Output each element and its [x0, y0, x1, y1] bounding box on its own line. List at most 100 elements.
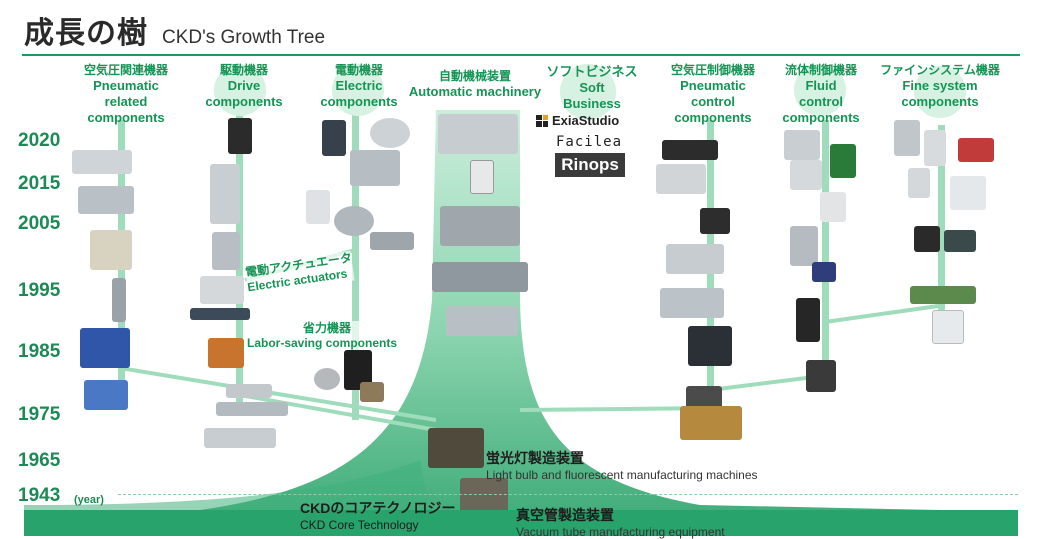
- product-image: [428, 428, 484, 468]
- product-image: [812, 262, 836, 282]
- product-image: [688, 326, 732, 366]
- category-en-line: Electric: [335, 78, 383, 93]
- title-underline: [22, 54, 1020, 56]
- category-fluid-control: 流体制御機器 Fluid control components: [772, 62, 870, 126]
- year-label-1985: 1985: [18, 341, 61, 362]
- category-en-line: Pneumatic: [680, 78, 746, 93]
- product-image: [360, 382, 384, 402]
- product-image: [656, 164, 706, 194]
- year-label-2020: 2020: [18, 130, 61, 151]
- category-en-line: Drive: [227, 78, 261, 93]
- category-en-line: components: [87, 110, 165, 125]
- product-image: [90, 230, 132, 270]
- exiastudio-mark-icon: [536, 114, 548, 127]
- branch-stem-electric: [352, 110, 359, 420]
- product-image: [446, 306, 518, 336]
- product-image: [796, 298, 820, 342]
- core-technology-label: CKDのコアテクノロジー CKD Core Technology: [300, 498, 456, 532]
- branch-stem-fine: [938, 125, 945, 325]
- category-ja: 流体制御機器: [784, 63, 857, 77]
- category-en-line: Business: [563, 96, 621, 111]
- product-image: [334, 206, 374, 236]
- product-image: [958, 138, 994, 162]
- product-image: [662, 140, 718, 160]
- product-image: [216, 402, 288, 416]
- product-image: [438, 114, 518, 154]
- product-image: [350, 150, 400, 186]
- product-image: [932, 310, 964, 344]
- category-en-line: Soft: [579, 80, 605, 95]
- product-image: [72, 150, 132, 174]
- category-en-line: components: [901, 94, 979, 109]
- heading-glow-fluid: [794, 64, 846, 116]
- category-soft-business: ソフトビジネス Soft Business: [540, 64, 644, 112]
- rinops-logo: Rinops: [555, 153, 625, 177]
- product-image: [910, 286, 976, 304]
- product-image: [190, 308, 250, 320]
- product-image: [210, 164, 240, 224]
- product-image: [806, 360, 836, 392]
- root-vacuum-tube: 真空管製造装置 Vacuum tube manufacturing equipm…: [516, 505, 725, 539]
- year-label-1975: 1975: [18, 404, 61, 425]
- year-unit-label: (year): [74, 494, 104, 506]
- product-image: [432, 262, 528, 292]
- product-image: [680, 406, 742, 440]
- branch-line-right-1995: [824, 303, 946, 324]
- year-label-1965: 1965: [18, 450, 61, 471]
- category-en-line: components: [674, 110, 752, 125]
- title-english: CKD's Growth Tree: [162, 27, 326, 48]
- category-ja: 空気圧制御機器: [670, 63, 755, 77]
- product-image: [470, 160, 494, 194]
- category-ja: 自動機械装置: [438, 69, 511, 83]
- root-label-ja: 蛍光灯製造装置: [486, 450, 584, 466]
- category-en-line: Automatic machinery: [408, 84, 542, 99]
- heading-glow-drive: [214, 64, 266, 116]
- category-en-line: components: [205, 94, 283, 109]
- product-image: [908, 168, 930, 198]
- category-en-line: Pneumatic: [93, 78, 159, 93]
- left-root-swoosh: [24, 460, 430, 512]
- category-en-line: related: [104, 94, 148, 109]
- category-en-line: components: [782, 110, 860, 125]
- category-ja: ソフトビジネス: [546, 64, 638, 79]
- product-image: [80, 328, 130, 368]
- root-label-ja: 真空管製造装置: [516, 507, 614, 523]
- product-image: [370, 118, 410, 148]
- branch-line-left-1985: [119, 366, 437, 422]
- category-ja: ファインシステム機器: [880, 63, 1000, 77]
- product-image: [306, 190, 330, 224]
- core-label-en: CKD Core Technology: [300, 518, 419, 532]
- product-image: [944, 230, 976, 252]
- category-ja: 電動機器: [334, 63, 383, 77]
- heading-glow-fine: [914, 66, 966, 118]
- product-image: [370, 232, 414, 250]
- exiastudio-logo: ExiaStudio: [536, 113, 619, 128]
- category-en-line: Fine system: [902, 78, 978, 93]
- product-image: [914, 226, 940, 252]
- product-image: [820, 192, 846, 222]
- category-en-line: components: [320, 94, 398, 109]
- sub-label-ja: 省力機器: [303, 321, 352, 335]
- exiastudio-name: ExiaStudio: [552, 113, 620, 128]
- heading-glow-electric: [332, 64, 384, 116]
- product-image: [924, 130, 946, 166]
- product-image: [314, 368, 340, 390]
- baseline-dashed-rule: [118, 494, 1018, 495]
- heading-glow-soft: [560, 64, 616, 120]
- category-fine-system: ファインシステム機器 Fine system components: [870, 62, 1010, 110]
- product-image: [208, 338, 244, 368]
- product-image: [200, 276, 244, 304]
- product-image: [894, 120, 920, 156]
- category-en-line: Fluid: [805, 78, 837, 93]
- product-image: [950, 176, 986, 210]
- product-image: [226, 384, 272, 398]
- root-label-en: Vacuum tube manufacturing equipment: [516, 525, 725, 539]
- product-image: [212, 232, 240, 270]
- year-label-1943: 1943: [18, 485, 61, 506]
- product-image: [78, 186, 134, 214]
- category-electric: 電動機器 Electric components: [310, 62, 408, 110]
- category-en-line: control: [798, 94, 844, 109]
- category-drive: 駆動機器 Drive components: [196, 62, 292, 110]
- product-image: [784, 130, 820, 160]
- year-label-2015: 2015: [18, 173, 61, 194]
